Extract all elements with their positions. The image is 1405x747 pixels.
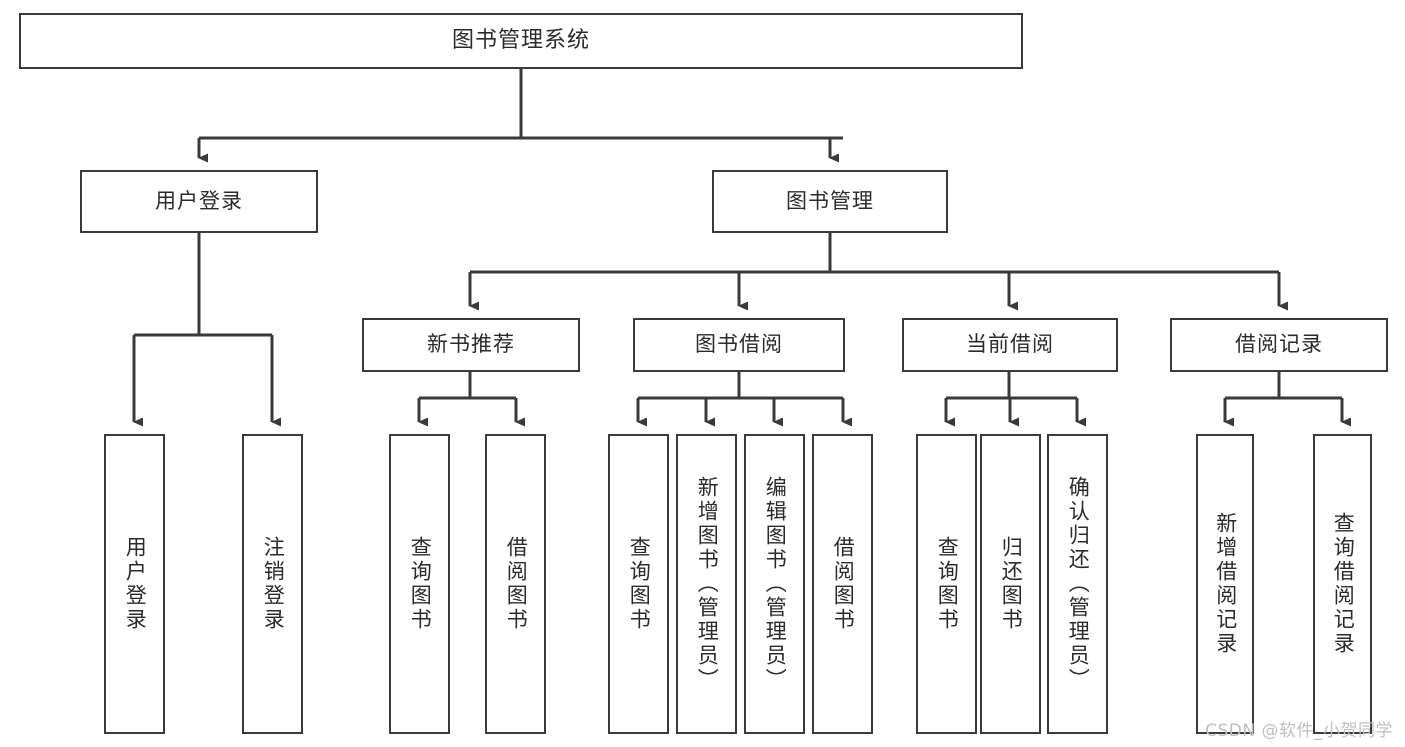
node-root[interactable]: 图书管理系统 — [19, 13, 1023, 69]
node-leaf-user-login-label: 用户登录 — [123, 536, 148, 632]
node-book-borrow[interactable]: 图书借阅 — [633, 318, 845, 372]
node-leaf-query-book-2[interactable]: 查询图书 — [608, 434, 669, 734]
node-leaf-borrow-book-2[interactable]: 借阅图书 — [812, 434, 873, 734]
node-leaf-confirm-return-label: 确认归还（管理员） — [1066, 476, 1091, 692]
node-leaf-query-book-3[interactable]: 查询图书 — [916, 434, 977, 734]
node-book-manage[interactable]: 图书管理 — [712, 170, 948, 233]
node-leaf-confirm-return[interactable]: 确认归还（管理员） — [1047, 434, 1108, 734]
node-book-manage-label: 图书管理 — [786, 188, 874, 213]
node-root-label: 图书管理系统 — [451, 28, 590, 54]
node-leaf-user-login[interactable]: 用户登录 — [104, 434, 165, 734]
node-borrow-record-label: 借阅记录 — [1235, 332, 1323, 357]
node-user-login[interactable]: 用户登录 — [80, 170, 318, 233]
node-leaf-add-book[interactable]: 新增图书（管理员） — [676, 434, 737, 734]
node-leaf-query-book-1[interactable]: 查询图书 — [389, 434, 450, 734]
node-leaf-borrow-book-1-label: 借阅图书 — [504, 536, 529, 632]
node-leaf-add-record-label: 新增借阅记录 — [1213, 512, 1238, 656]
node-leaf-return-book[interactable]: 归还图书 — [980, 434, 1041, 734]
node-leaf-user-logout[interactable]: 注销登录 — [242, 434, 303, 734]
node-leaf-query-book-1-label: 查询图书 — [408, 536, 433, 632]
node-new-book-rec-label: 新书推荐 — [427, 332, 515, 357]
node-leaf-query-record[interactable]: 查询借阅记录 — [1313, 434, 1372, 734]
node-leaf-borrow-book-2-label: 借阅图书 — [831, 536, 856, 632]
node-leaf-user-logout-label: 注销登录 — [261, 536, 286, 632]
node-leaf-borrow-book-1[interactable]: 借阅图书 — [485, 434, 546, 734]
node-leaf-return-book-label: 归还图书 — [999, 536, 1024, 632]
node-leaf-query-record-label: 查询借阅记录 — [1331, 512, 1356, 656]
node-current-borrow-label: 当前借阅 — [966, 332, 1054, 357]
node-leaf-edit-book-label: 编辑图书（管理员） — [763, 476, 788, 692]
node-leaf-edit-book[interactable]: 编辑图书（管理员） — [744, 434, 805, 734]
node-book-borrow-label: 图书借阅 — [695, 332, 783, 357]
node-current-borrow[interactable]: 当前借阅 — [902, 318, 1118, 372]
node-new-book-rec[interactable]: 新书推荐 — [362, 318, 580, 372]
node-user-login-label: 用户登录 — [155, 188, 243, 213]
node-leaf-query-book-3-label: 查询图书 — [935, 536, 960, 632]
node-borrow-record[interactable]: 借阅记录 — [1170, 318, 1388, 372]
node-leaf-query-book-2-label: 查询图书 — [627, 536, 652, 632]
csdn-watermark: CSDN @软件_小贺同学 — [1205, 721, 1393, 741]
node-leaf-add-book-label: 新增图书（管理员） — [695, 476, 720, 692]
node-leaf-add-record[interactable]: 新增借阅记录 — [1196, 434, 1254, 734]
